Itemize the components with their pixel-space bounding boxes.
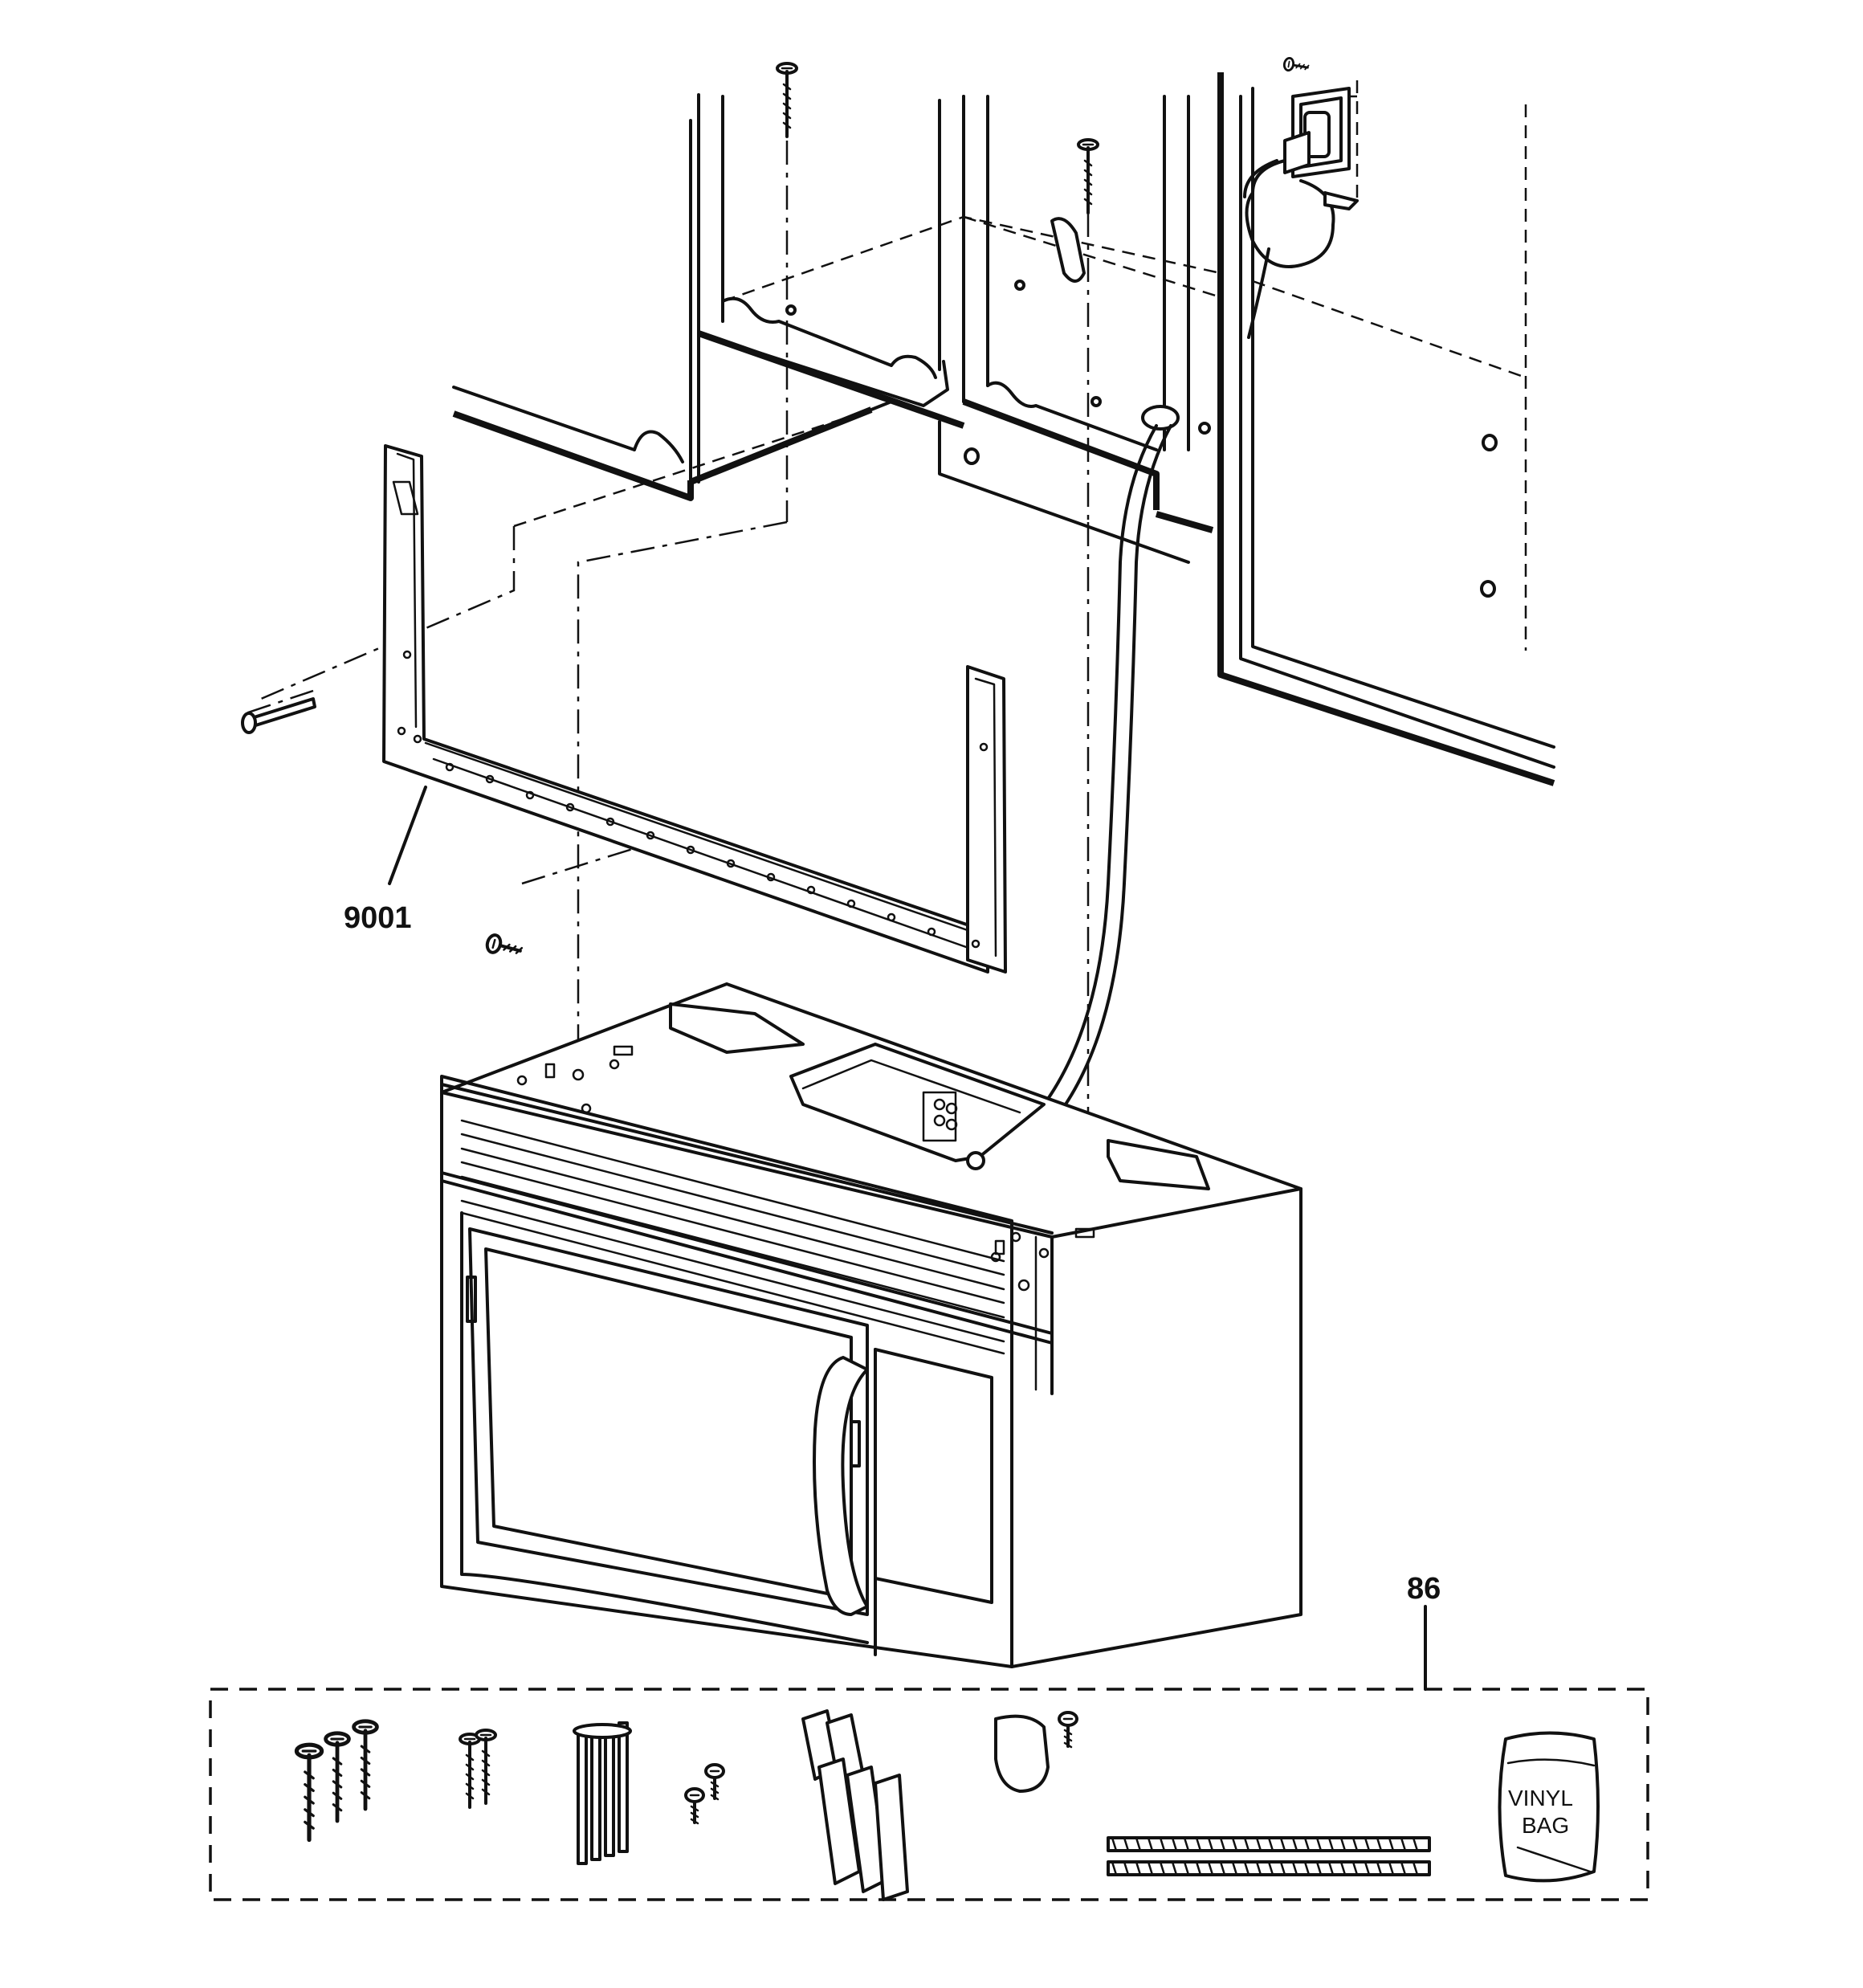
toggle-bolt — [1050, 217, 1086, 283]
microwave-oven — [440, 982, 1302, 1668]
foam-strips — [1107, 1836, 1431, 1876]
mounting-bracket — [382, 444, 1007, 974]
cabinet-hidden-lines — [513, 215, 1221, 528]
hardware-kit-box — [209, 1688, 1649, 1901]
callout-9001: 9001 — [344, 786, 427, 935]
callout-label-86: 86 — [1407, 1572, 1441, 1606]
vinyl-bag: VINYL BAG — [1498, 1731, 1600, 1883]
cable-clamp — [994, 1711, 1078, 1793]
upper-cabinet-right — [938, 95, 1214, 564]
toggle-bolts-long — [573, 1721, 632, 1865]
toggle-wings — [801, 1709, 909, 1901]
wood-screws-long — [296, 1721, 377, 1840]
upper-cabinet-left — [452, 93, 873, 501]
vinyl-bag-label-line1: VINYL — [1508, 1786, 1573, 1810]
upper-cabinet-middle — [697, 95, 965, 429]
wall-outlet — [1282, 56, 1359, 201]
vinyl-bag-label-line2: BAG — [1522, 1813, 1569, 1838]
callout-label-9001: 9001 — [344, 901, 412, 935]
power-cord — [974, 159, 1359, 1173]
wood-screws-short — [459, 1729, 497, 1809]
bracket-screws — [241, 697, 525, 961]
callout-86: 86 — [1407, 1572, 1441, 1691]
machine-screws-small — [684, 1763, 725, 1825]
wall-panel-right — [964, 72, 1555, 786]
top-screws — [776, 62, 1099, 214]
